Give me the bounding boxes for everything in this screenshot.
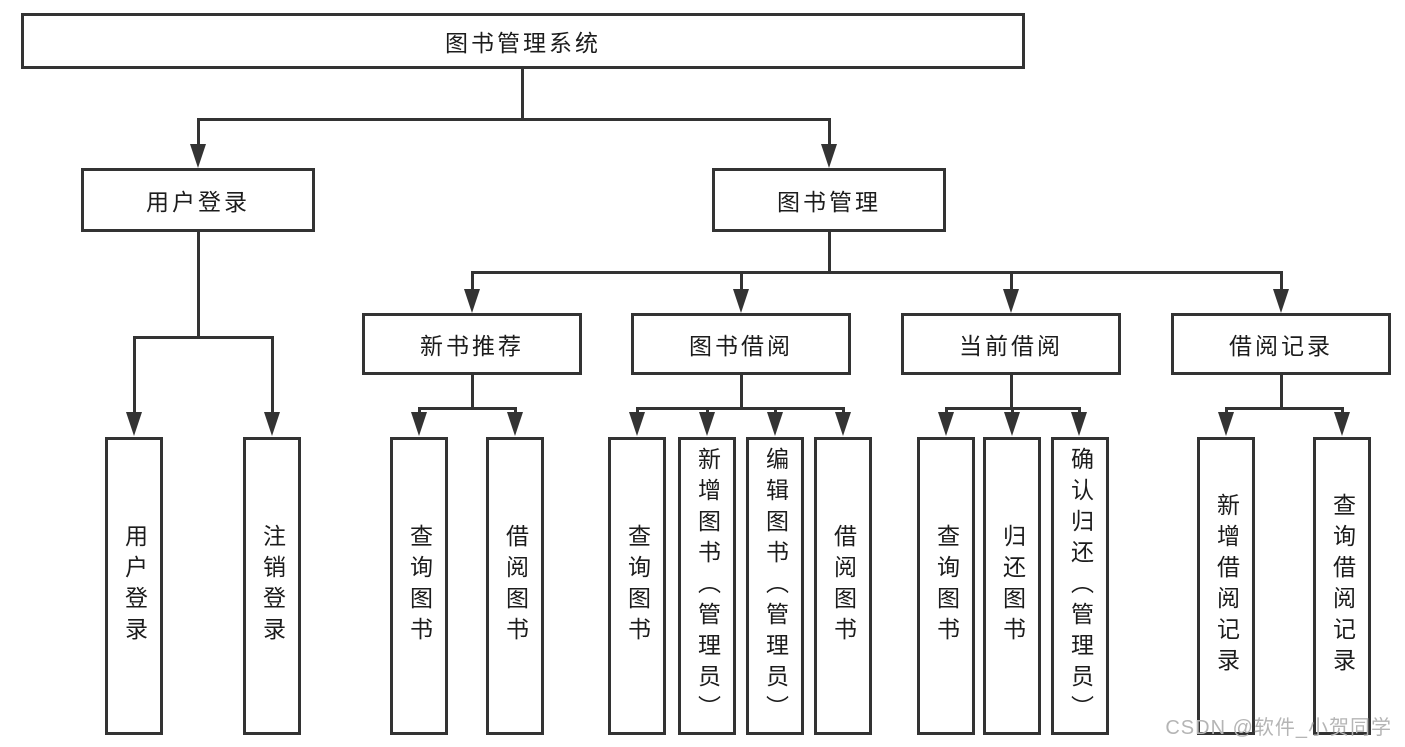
connector-line	[1011, 407, 1014, 414]
arrowhead-icon	[1071, 412, 1087, 436]
connector-line	[1010, 271, 1013, 291]
connector-line	[197, 118, 831, 121]
diagram-node-new-book-recommend: 新书推荐	[362, 313, 582, 375]
arrowhead-icon	[699, 412, 715, 436]
arrowhead-icon	[767, 412, 783, 436]
node-label: 用户登录	[146, 189, 250, 215]
diagram-node-user-login-leaf: 用户登录	[105, 437, 163, 735]
node-label: 图书管理系统	[445, 30, 601, 56]
diagram-node-logout: 注销登录	[243, 437, 301, 735]
connector-line	[521, 69, 524, 118]
connector-line	[828, 118, 831, 146]
node-label: 确认归还（管理员）	[1067, 446, 1094, 726]
diagram-node-borrow-books-1: 借阅图书	[486, 437, 544, 735]
connector-line	[774, 407, 777, 414]
connector-line	[945, 407, 948, 414]
connector-line	[636, 407, 639, 414]
connector-line	[197, 232, 200, 339]
diagram-node-edit-book-admin: 编辑图书（管理员）	[746, 437, 804, 735]
node-label: 注销登录	[259, 524, 286, 648]
connector-line	[133, 336, 274, 339]
connector-line	[1225, 407, 1343, 410]
connector-line	[1280, 271, 1283, 291]
diagram-node-root: 图书管理系统	[21, 13, 1025, 69]
node-label: 借阅图书	[830, 524, 857, 648]
connector-line	[418, 407, 421, 414]
diagram-node-borrow-records: 借阅记录	[1171, 313, 1391, 375]
connector-line	[1078, 407, 1081, 414]
diagram-node-borrow-books-2: 借阅图书	[814, 437, 872, 735]
diagram-node-confirm-return-admin: 确认归还（管理员）	[1051, 437, 1109, 735]
node-label: 归还图书	[999, 524, 1026, 648]
connector-line	[418, 407, 517, 410]
connector-line	[636, 407, 844, 410]
arrowhead-icon	[821, 144, 837, 168]
arrowhead-icon	[733, 289, 749, 313]
arrowhead-icon	[264, 412, 280, 436]
node-label: 新增借阅记录	[1213, 493, 1240, 679]
node-label: 查询借阅记录	[1329, 493, 1356, 679]
diagram-node-book-borrow: 图书借阅	[631, 313, 851, 375]
connector-line	[1341, 407, 1344, 414]
connector-line	[1225, 407, 1228, 414]
diagram-node-user-login: 用户登录	[81, 168, 315, 232]
connector-line	[271, 336, 274, 412]
diagram-node-query-borrow-record: 查询借阅记录	[1313, 437, 1371, 735]
connector-line	[471, 271, 474, 291]
diagram-node-add-borrow-record: 新增借阅记录	[1197, 437, 1255, 735]
connector-line	[197, 118, 200, 146]
node-label: 用户登录	[121, 524, 148, 648]
diagram-node-return-book: 归还图书	[983, 437, 1041, 735]
connector-line	[471, 375, 474, 410]
arrowhead-icon	[1218, 412, 1234, 436]
connector-line	[706, 407, 709, 414]
diagram-node-add-book-admin: 新增图书（管理员）	[678, 437, 736, 735]
diagram-node-query-books-2: 查询图书	[608, 437, 666, 735]
node-label: 编辑图书（管理员）	[762, 446, 789, 726]
diagram-node-query-books-3: 查询图书	[917, 437, 975, 735]
arrowhead-icon	[835, 412, 851, 436]
arrowhead-icon	[1003, 289, 1019, 313]
connector-line	[828, 232, 831, 274]
connector-line	[842, 407, 845, 414]
node-label: 新书推荐	[420, 333, 524, 359]
arrowhead-icon	[507, 412, 523, 436]
node-label: 当前借阅	[959, 333, 1063, 359]
node-label: 借阅记录	[1229, 333, 1333, 359]
connector-line	[514, 407, 517, 414]
connector-line	[133, 336, 136, 412]
arrowhead-icon	[1273, 289, 1289, 313]
node-label: 图书管理	[777, 189, 881, 215]
connector-line	[740, 375, 743, 410]
diagram-node-query-books-1: 查询图书	[390, 437, 448, 735]
connector-line	[471, 271, 1283, 274]
arrowhead-icon	[464, 289, 480, 313]
node-label: 借阅图书	[502, 524, 529, 648]
node-label: 查询图书	[933, 524, 960, 648]
csdn-watermark: CSDN @软件_小贺同学	[1165, 717, 1392, 739]
arrowhead-icon	[629, 412, 645, 436]
arrowhead-icon	[126, 412, 142, 436]
diagram-node-book-management: 图书管理	[712, 168, 946, 232]
arrowhead-icon	[938, 412, 954, 436]
arrowhead-icon	[190, 144, 206, 168]
connector-line	[1280, 375, 1283, 410]
node-label: 查询图书	[624, 524, 651, 648]
arrowhead-icon	[411, 412, 427, 436]
diagram-node-current-borrow: 当前借阅	[901, 313, 1121, 375]
node-label: 新增图书（管理员）	[694, 446, 721, 726]
connector-line	[1010, 375, 1013, 410]
node-label: 查询图书	[406, 524, 433, 648]
arrowhead-icon	[1004, 412, 1020, 436]
connector-line	[740, 271, 743, 291]
node-label: 图书借阅	[689, 333, 793, 359]
arrowhead-icon	[1334, 412, 1350, 436]
